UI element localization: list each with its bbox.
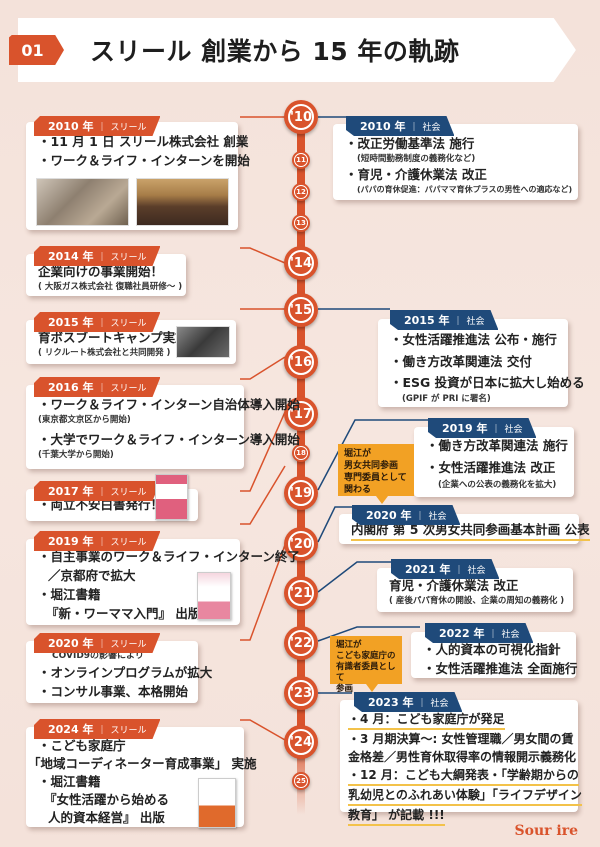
event-line: ・女性活躍推進法 公布・施行 [390, 332, 557, 347]
event-subtext: (短時間勤務制度の義務化など) [357, 154, 476, 164]
event-subtext: (企業への公表の義務化を拡大) [438, 480, 557, 490]
event-line: ・4 月：こども家庭庁が発足 [348, 710, 572, 730]
event-subtext: COVID9の影響により [52, 651, 144, 661]
year-node-2016: '16 [284, 345, 318, 379]
tag-society-2021: 2021 年｜社会 [391, 559, 499, 579]
year-node-2023: '23 [284, 676, 318, 710]
society-card-2019: ・働き方改革関連法 施行 ・女性活躍推進法 改正 (企業への公表の義務化を拡大) [414, 427, 574, 497]
event-line: ・育児・介護休業法 改正 [345, 167, 487, 182]
event-line: ・ワーク＆ライフ・インターンを開始 [38, 153, 250, 168]
event-line: ・堀江書籍 [38, 587, 101, 602]
event-line: ・働き方改革関連法 施行 [426, 438, 568, 453]
event-subtext: ( 産後パパ育休の開設、企業の周知の義務化 ) [389, 596, 565, 606]
sourire-card-2016: ・ワーク＆ライフ・インターン自治体導入開始 (東京都文京区から開始) ・大学でワ… [26, 385, 300, 469]
tag-society-2010: 2010 年｜社会 [346, 116, 454, 136]
page-title: スリール 創業から 15 年の軌跡 [90, 37, 460, 66]
event-line: 教育」 が記載 !!! [348, 806, 572, 826]
section-number: 01 [9, 35, 64, 65]
event-line: ・働き方改革関連法 交付 [390, 354, 532, 369]
event-line: ・堀江書籍 [38, 774, 101, 789]
event-line: 育児・介護休業法 改正 [389, 578, 519, 593]
tag-society-2019: 2019 年｜社会 [428, 418, 536, 438]
year-node-2021: '21 [284, 576, 318, 610]
event-line: ・ワーク＆ライフ・インターン自治体導入開始 [38, 397, 300, 412]
note-children-agency-committee: 堀江が こども家庭庁の 有識者委員として 参画 [330, 636, 402, 694]
event-line: 『女性活躍から始める [44, 792, 170, 807]
event-line: 人的資本経営』 出版 [48, 810, 165, 825]
year-node-2025: 25 [292, 772, 310, 790]
brand-logo: Sour ire [514, 823, 578, 839]
event-line: ・オンラインプログラムが拡大 [38, 665, 213, 680]
tag-sourire-2020: 2020 年｜スリール [34, 633, 160, 653]
event-subtext: (千葉大学から開始) [38, 450, 114, 460]
book-cover-ryoritsu-fuan [155, 474, 188, 520]
year-node-2014: '14 [284, 246, 318, 280]
tag-society-2022: 2022 年｜社会 [425, 623, 533, 643]
society-card-2015: ・女性活躍推進法 公布・施行 ・働き方改革関連法 交付 ・ESG 投資が日本に拡… [378, 319, 585, 407]
year-node-2010: '10 [284, 100, 318, 134]
year-node-2012: 12 [292, 183, 310, 201]
year-node-2019: '19 [284, 476, 318, 510]
year-node-2013: 13 [292, 214, 310, 232]
note-gender-equality-committee: 堀江が 男女共同参画 専門委員として 関わる [338, 444, 414, 504]
year-node-2015: '15 [284, 293, 318, 327]
event-line: ・11 月 1 日 スリール株式会社 創業 [38, 134, 249, 149]
event-line: ・人的資本の可視化指針 [423, 642, 561, 657]
society-card-2023: ・4 月：こども家庭庁が発足 ・3 月期決算～: 女性管理職／男女間の賃 金格差… [340, 700, 582, 826]
year-node-2020: '20 [284, 527, 318, 561]
society-card-2010: ・改正労働基準法 施行 (短時間勤務制度の義務化など) ・育児・介護休業法 改正… [333, 124, 578, 200]
year-node-2022: '22 [284, 626, 318, 660]
event-line: ・改正労働基準法 施行 [345, 136, 475, 151]
event-subtext: ( 大阪ガス株式会社 復職社員研修～ ) [38, 282, 183, 292]
event-line: ・自主事業のワーク＆ライフ・インターン終了 [38, 549, 300, 564]
tag-sourire-2024: 2024 年｜スリール [34, 719, 160, 739]
tag-society-2020: 2020 年｜社会 [352, 505, 460, 525]
photo-children-intern [36, 178, 129, 226]
photo-seminar-audience [136, 178, 229, 226]
event-line: 企業向けの事業開始！ [38, 264, 164, 279]
tag-sourire-2016: 2016 年｜スリール [34, 377, 160, 397]
event-line: ・12 月：こども大綱発表・「学齢期からの [348, 766, 579, 786]
event-subtext: (パパの育休促進：パパママ育休プラスの男性への適応など) [357, 185, 573, 194]
tag-society-2015: 2015 年｜社会 [390, 310, 498, 330]
event-line: ・こども家庭庁 [38, 738, 126, 753]
event-line: ・女性活躍推進法 全面施行 [423, 661, 578, 676]
event-subtext: (GPIF が PRI に署名) [402, 394, 491, 404]
book-cover-new-workmama [197, 572, 231, 620]
event-subtext: ( リクルート株式会社と共同開発 ) [38, 348, 171, 358]
event-line: 内閣府 第 5 次男女共同参画基本計画 公表 [351, 520, 590, 541]
event-line: 乳幼児とのふれあい体験」「ライフデザイン [348, 786, 582, 806]
year-node-2024: '24 [284, 725, 318, 759]
event-line: 金格差／男性育休取得率の情報開示義務化 [348, 750, 577, 764]
tag-sourire-2017: 2017 年｜スリール [34, 481, 160, 501]
tag-sourire-2010: 2010 年｜スリール [34, 116, 160, 136]
event-line: ・女性活躍推進法 改正 [426, 460, 556, 475]
event-line: ・3 月期決算～: 女性管理職／男女間の賃 [348, 732, 574, 746]
event-line: ・コンサル事業、本格開始 [38, 684, 189, 699]
event-line: 育ボスブートキャンプ実施！ [38, 330, 201, 345]
header-banner [18, 18, 576, 82]
year-node-2017: '17 [284, 397, 318, 431]
event-line: ・ESG 投資が日本に拡大し始める [390, 375, 585, 390]
event-line: 『新・ワーママ入門』 出版 [46, 606, 201, 621]
year-node-2011: 11 [292, 151, 310, 169]
event-line: ・大学でワーク＆ライフ・インターン導入開始 [38, 432, 300, 447]
event-line: 「地域コーディネーター育成事業」 実施 [28, 756, 257, 771]
tag-sourire-2015: 2015 年｜スリール [34, 312, 160, 332]
tag-sourire-2014: 2014 年｜スリール [34, 246, 160, 266]
book-cover-human-capital [198, 778, 236, 828]
photo-bootcamp [176, 326, 230, 358]
event-subtext: (東京都文京区から開始) [38, 415, 131, 425]
tag-society-2023: 2023 年｜社会 [354, 692, 462, 712]
event-line: ／京都府で拡大 [48, 568, 136, 583]
timeline-spine [297, 115, 305, 815]
sourire-card-2010: ・11 月 1 日 スリール株式会社 創業 ・ワーク＆ライフ・インターンを開始 [26, 122, 250, 230]
tag-sourire-2019: 2019 年｜スリール [34, 531, 160, 551]
year-node-2018: 18 [292, 444, 310, 462]
